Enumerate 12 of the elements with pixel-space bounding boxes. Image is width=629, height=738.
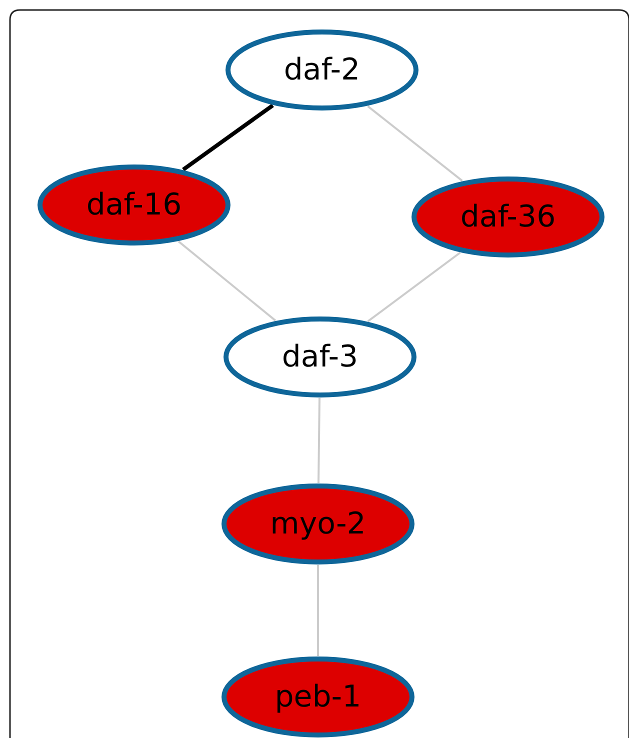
gene-label: myo-2 (269, 506, 367, 542)
gene-label: daf-36 (459, 200, 557, 234)
gene-label: daf-16 (85, 188, 183, 222)
connector-line (367, 105, 463, 182)
gene-label: peb-1 (274, 680, 362, 714)
connector-line (182, 104, 274, 172)
gene-label: daf-2 (282, 52, 362, 88)
connector-line (317, 565, 319, 656)
connector-line (367, 252, 461, 322)
connector-line (178, 240, 276, 322)
gene-label: daf-3 (280, 340, 360, 374)
connector-line (318, 398, 320, 484)
